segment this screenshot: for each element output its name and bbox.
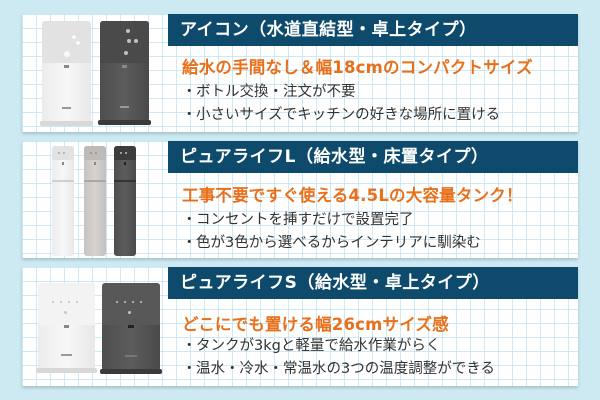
feature-item: ・小さいサイズでキッチンの好きな場所に置ける (182, 104, 500, 127)
product-card-purelife-l: ピュアライフL（給水型・床置タイプ） 工事不要ですぐ使える4.5Lの大容量タンク… (22, 141, 578, 258)
water-server-grey-icon (84, 146, 106, 256)
bullet-marker: ・ (182, 107, 197, 123)
feature-item: ・色が3色から選べるからインテリアに馴染む (182, 232, 481, 255)
bullet-marker: ・ (182, 338, 197, 354)
feature-list: ・ボトル交換・注文が不要 ・小さいサイズでキッチンの好きな場所に置ける (182, 81, 500, 127)
water-server-white-icon (40, 21, 93, 126)
product-tagline: 給水の手間なし＆幅18cmのコンパクトサイズ (182, 58, 533, 77)
bullet-marker: ・ (182, 84, 197, 100)
product-tagline: どこにでも置ける幅26cmサイズ感 (182, 315, 449, 334)
product-tagline: 工事不要ですぐ使える4.5Lの大容量タンク！ (182, 186, 523, 205)
product-title: ピュアライフS（給水型・卓上タイプ） (168, 267, 578, 299)
bullet-marker: ・ (182, 235, 197, 251)
water-server-white-icon (52, 146, 74, 256)
water-server-dark-icon (98, 21, 151, 125)
feature-item: ・コンセントを挿すだけで設置完了 (182, 209, 481, 232)
water-server-white-icon (36, 283, 97, 373)
feature-item: ・タンクが3kgと軽量で給水作業がらく (182, 335, 495, 358)
product-title: ピュアライフL（給水型・床置タイプ） (168, 141, 578, 173)
water-server-dark-icon (114, 146, 136, 256)
feature-list: ・コンセントを挿すだけで設置完了 ・色が3色から選べるからインテリアに馴染む (182, 209, 481, 255)
bullet-marker: ・ (182, 212, 197, 228)
feature-item: ・温水・冷水・常温水の3つの温度調整ができる (182, 358, 495, 381)
feature-list: ・タンクが3kgと軽量で給水作業がらく ・温水・冷水・常温水の3つの温度調整がで… (182, 335, 495, 381)
product-card-purelife-s: ピュアライフS（給水型・卓上タイプ） どこにでも置ける幅26cmサイズ感 ・タン… (22, 267, 578, 386)
feature-item: ・ボトル交換・注文が不要 (182, 81, 500, 104)
product-card-icon: アイコン（水道直結型・卓上タイプ） 給水の手間なし＆幅18cmのコンパクトサイズ… (22, 14, 578, 132)
water-server-dark-icon (100, 283, 162, 374)
product-title: アイコン（水道直結型・卓上タイプ） (168, 14, 578, 46)
bullet-marker: ・ (182, 361, 197, 377)
